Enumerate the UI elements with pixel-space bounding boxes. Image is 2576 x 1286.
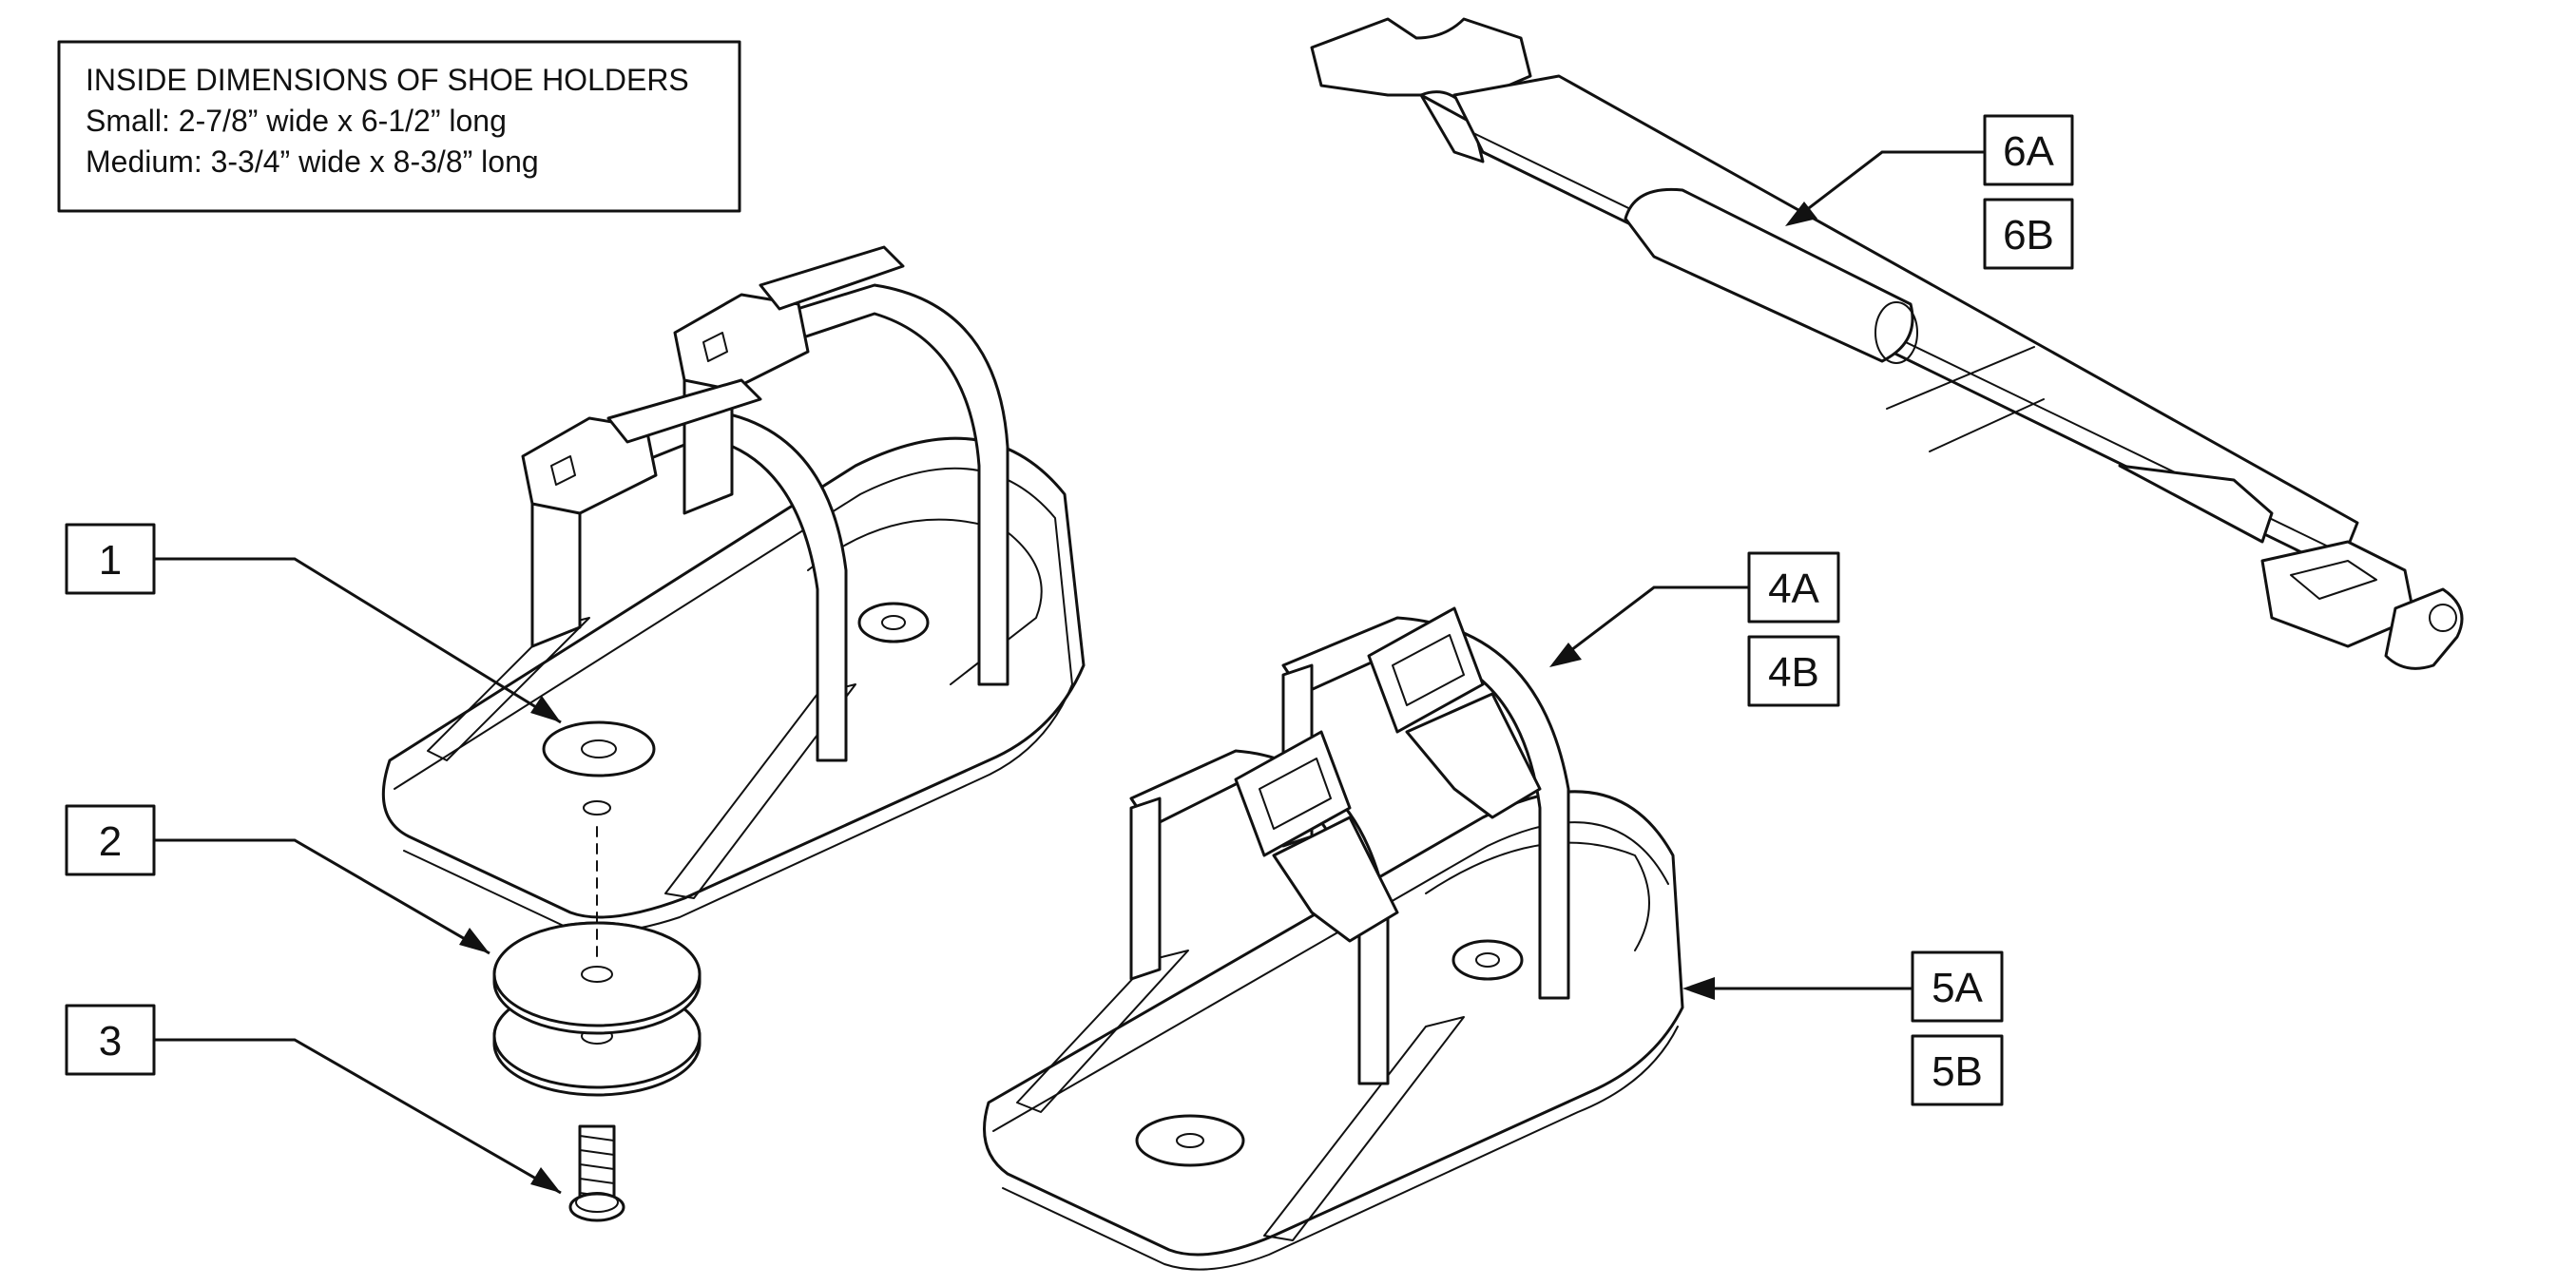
callout-6b-label: 6B (2003, 212, 2054, 259)
note-heading: INSIDE DIMENSIONS OF SHOE HOLDERS (86, 63, 689, 97)
note-line-medium: Medium: 3-3/4” wide x 8-3/8” long (86, 144, 539, 179)
left-buckle-front (521, 416, 658, 515)
callout-5: 5A 5B (1682, 950, 2004, 1106)
shoe-holder-right (983, 606, 1684, 1271)
strap-buckle-female (1310, 17, 1532, 106)
note-line-small: Small: 2-7/8” wide x 6-1/2” long (86, 104, 507, 138)
strap-sleeve (1624, 187, 1914, 363)
callout-4b-label: 4B (1768, 649, 1819, 696)
callout-5b-label: 5B (1932, 1048, 1983, 1095)
ankle-strap (1310, 17, 2464, 670)
part-3-screw (568, 1124, 625, 1222)
callout-6a-label: 6A (2003, 128, 2054, 175)
callout-2: 2 (65, 804, 490, 955)
callout-4: 4A 4B (1549, 551, 1840, 707)
note-box (57, 40, 741, 213)
right-buckle-front (1234, 730, 1352, 857)
callout-3-label: 3 (99, 1018, 122, 1065)
part-1-washer (542, 720, 656, 777)
callout-4a-label: 4A (1768, 566, 1819, 612)
callout-1: 1 (65, 523, 562, 724)
callout-3: 3 (65, 1004, 562, 1195)
callout-1-label: 1 (99, 537, 122, 584)
callout-6: 6A 6B (1785, 114, 2074, 270)
part-2-washers (492, 826, 702, 1097)
left-buckle-rear (673, 293, 810, 392)
callout-5a-label: 5A (1932, 965, 1983, 1011)
shoe-holder-left (381, 245, 1086, 933)
callout-2-label: 2 (99, 818, 122, 865)
right-front-washer (1135, 1114, 1245, 1167)
dimensions-note: INSIDE DIMENSIONS OF SHOE HOLDERS Small:… (57, 40, 741, 213)
